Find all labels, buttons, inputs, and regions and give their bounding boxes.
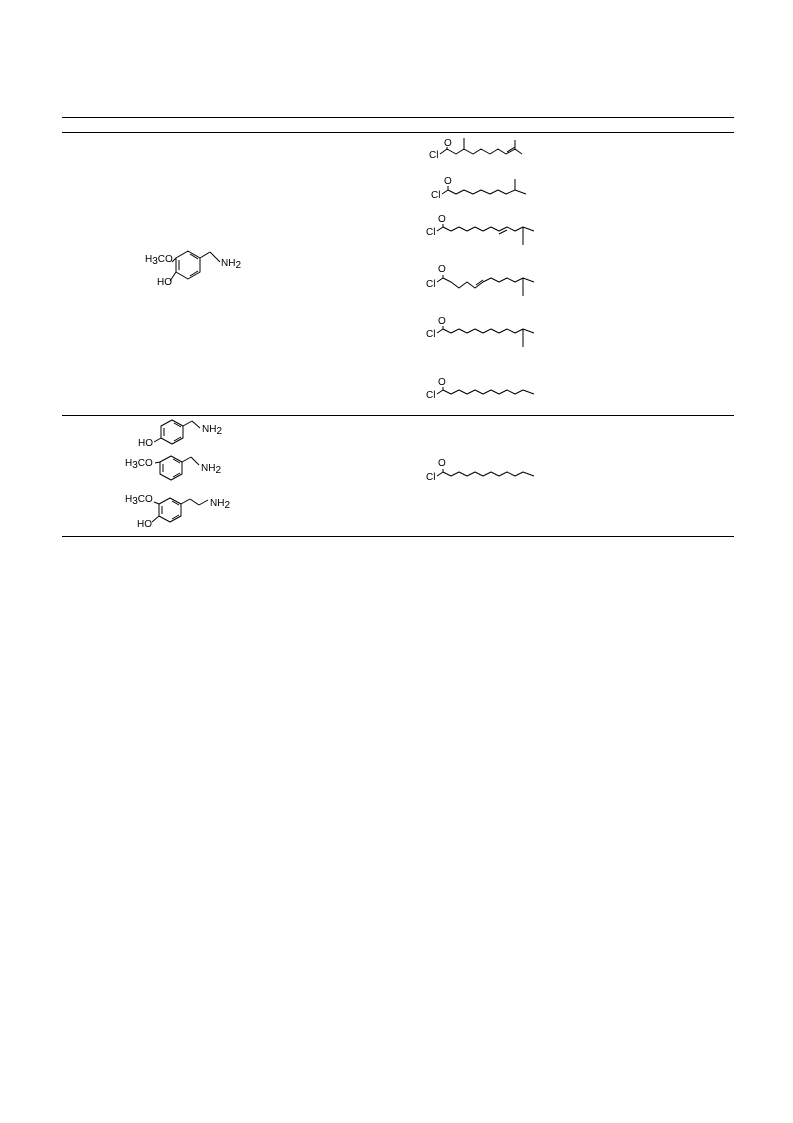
o-label: O (438, 264, 446, 275)
amine-label: NH2 (201, 463, 221, 476)
hydroxy-label: HO (157, 277, 172, 288)
table-header-rule (62, 132, 734, 133)
o-label: O (438, 377, 446, 388)
o-label: O (444, 176, 452, 187)
table-group-divider (62, 415, 734, 416)
acyl-chloride-6-structure: Cl O (426, 377, 535, 401)
table-bottom-rule (62, 536, 734, 537)
amine-label: NH2 (221, 258, 241, 271)
o-label: O (438, 458, 446, 469)
methoxy-label: H3CO (125, 458, 153, 471)
4-hydroxybenzylamine-structure: HO NH2 (138, 419, 222, 449)
amine-label: NH2 (210, 498, 230, 511)
cl-label: Cl (429, 150, 438, 161)
amine-label: NH2 (202, 424, 222, 437)
methoxy-label: H3CO (125, 494, 153, 507)
acyl-chloride-3-structure: Cl O (426, 214, 535, 245)
cl-label: Cl (426, 227, 435, 238)
acyl-chloride-5-structure: Cl O (426, 316, 535, 347)
vanillylamine-structure: H3CO HO NH2 (145, 250, 241, 288)
cl-label: Cl (426, 390, 435, 401)
hydroxy-label: HO (137, 519, 152, 530)
cl-label: Cl (426, 279, 435, 290)
3-methoxybenzylamine-structure: H3CO NH2 (125, 455, 221, 481)
cl-label: Cl (426, 472, 435, 483)
o-label: O (444, 138, 452, 149)
acyl-chloride-7-structure: Cl O (426, 458, 535, 483)
homovanillylamine-structure: H3CO HO NH2 (125, 494, 230, 530)
acyl-chloride-1-structure: Cl O (429, 138, 523, 161)
methoxy-label: H3CO (145, 254, 173, 267)
cl-label: Cl (426, 329, 435, 340)
acyl-chloride-2-structure: Cl O (431, 176, 527, 201)
table-top-rule (62, 117, 734, 118)
acyl-chloride-4-structure: Cl O (426, 264, 535, 296)
cl-label: Cl (431, 190, 440, 201)
o-label: O (438, 214, 446, 225)
o-label: O (438, 316, 446, 327)
hydroxy-label: HO (138, 438, 153, 449)
benzene-ring (175, 250, 201, 280)
